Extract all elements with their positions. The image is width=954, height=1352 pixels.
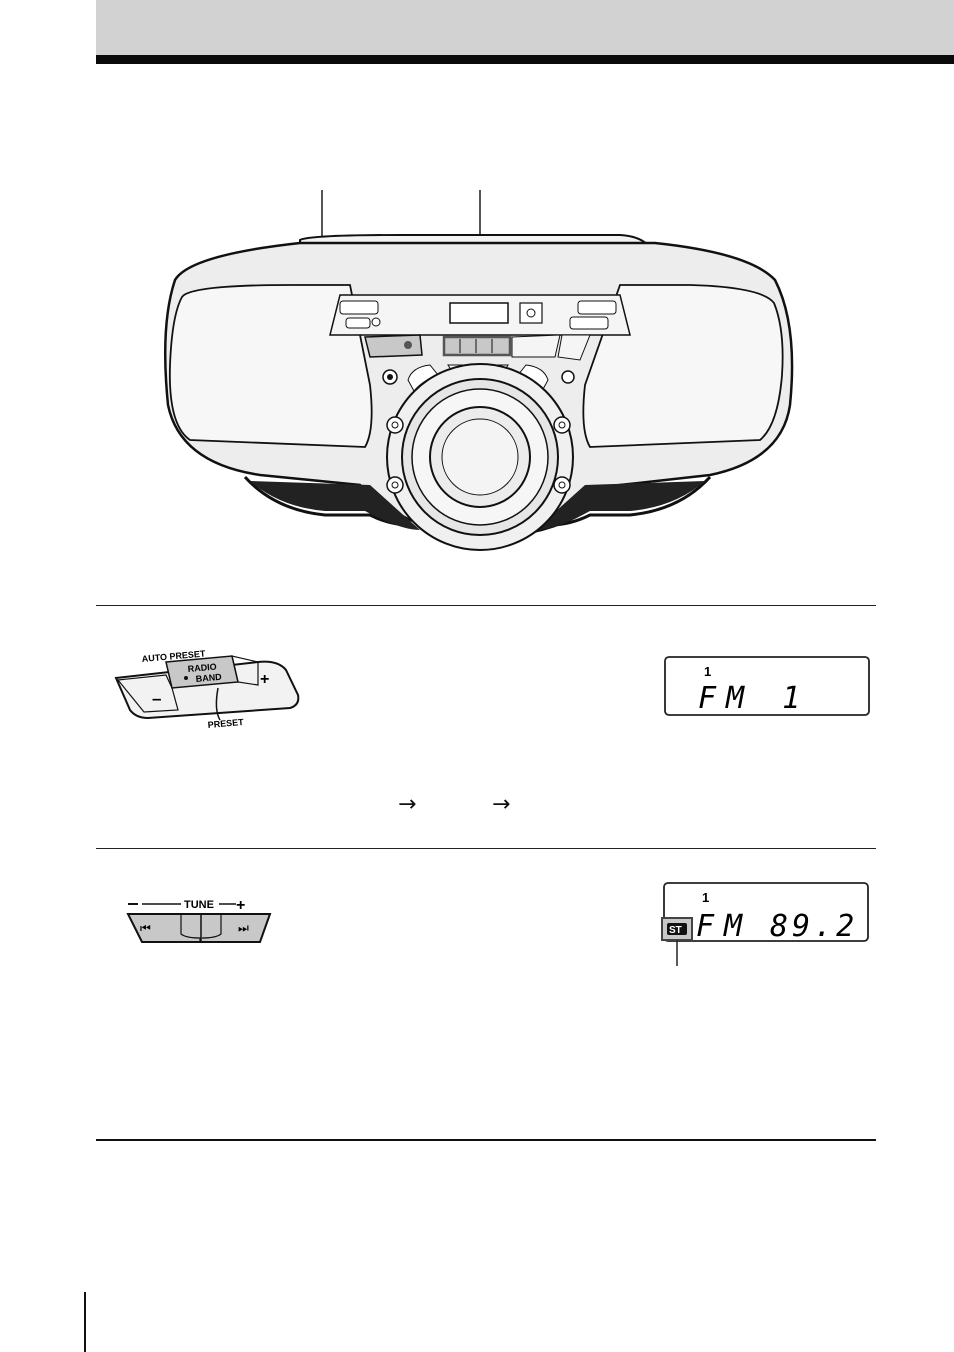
stereo-badge-text: ST	[669, 925, 682, 936]
display-1-preset-number: 1	[704, 664, 711, 679]
radio-label: RADIO	[187, 662, 217, 674]
right-speaker-panel	[582, 284, 784, 448]
center-speaker	[386, 363, 574, 551]
forward-icon: ⏭	[238, 921, 249, 935]
display-2-band: FM	[696, 909, 752, 944]
band-sequence-arrow-1: →	[398, 792, 417, 817]
lcd-display-fm-892: 1 FM 89.2 ST	[661, 882, 869, 966]
section-divider-2	[96, 848, 876, 849]
display-1-text: FM 1	[698, 681, 810, 716]
tune-plus-label: +	[236, 897, 245, 914]
band-button-on-unit	[364, 334, 423, 358]
page-margin-bar	[84, 1292, 86, 1352]
lcd-display-fm1: 1 FM 1	[664, 656, 870, 716]
page-header-rule	[96, 55, 954, 64]
tune-buttons-on-unit	[442, 335, 512, 357]
tune-rocker-outline	[126, 913, 272, 943]
preset-label: PRESET	[207, 717, 244, 730]
section-divider-3	[96, 1139, 876, 1141]
speaker-screws	[386, 416, 571, 494]
boombox-illustration	[163, 190, 794, 551]
band-label: BAND	[195, 672, 222, 684]
rewind-icon: ⏮	[140, 921, 151, 935]
stereo-badge	[667, 923, 687, 935]
plus-label: +	[260, 671, 269, 688]
mini-display-window	[449, 302, 509, 324]
section-divider-1	[96, 605, 876, 606]
tune-label: TUNE	[184, 899, 214, 911]
page-header-band	[96, 0, 954, 55]
left-speaker-panel	[168, 284, 373, 448]
band-sequence-arrow-2: →	[492, 792, 511, 817]
tune-panel: TUNE + ⏮ ⏭	[126, 897, 272, 943]
display-2-preset-number: 1	[702, 890, 709, 905]
band-select-panel: AUTO PRESET RADIO BAND PRESET – +	[114, 648, 300, 730]
display-2-frequency: 89.2	[770, 909, 858, 944]
minus-label: –	[152, 689, 161, 708]
